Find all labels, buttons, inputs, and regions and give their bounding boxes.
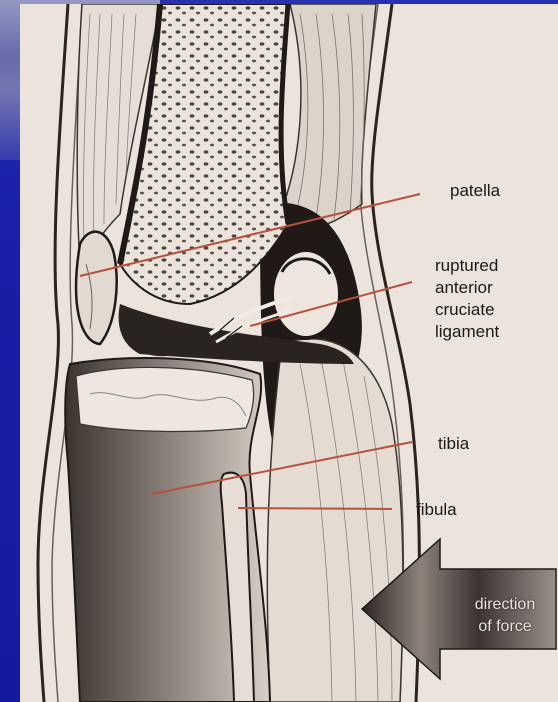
label-acl-line-1: ruptured bbox=[435, 255, 499, 277]
label-fibula: fibula bbox=[416, 499, 457, 520]
label-acl-line-4: ligament bbox=[435, 321, 499, 343]
fibula-leader-line bbox=[238, 508, 392, 509]
force-arrow-label-line-2: of force bbox=[460, 616, 550, 638]
patella bbox=[76, 232, 117, 344]
label-acl-line-2: anterior bbox=[435, 277, 499, 299]
hamstring-muscle bbox=[280, 4, 376, 228]
label-acl-line-3: cruciate bbox=[435, 299, 499, 321]
calf-muscle bbox=[267, 339, 403, 702]
label-patella: patella bbox=[450, 180, 500, 201]
label-ruptured-acl: ruptured anterior cruciate ligament bbox=[435, 255, 499, 343]
force-arrow-label: direction of force bbox=[460, 594, 550, 638]
label-tibia: tibia bbox=[438, 433, 469, 454]
knee-illustration: patella ruptured anterior cruciate ligam… bbox=[20, 4, 558, 702]
femoral-condyle bbox=[272, 250, 340, 338]
force-arrow-label-line-1: direction bbox=[460, 594, 550, 616]
